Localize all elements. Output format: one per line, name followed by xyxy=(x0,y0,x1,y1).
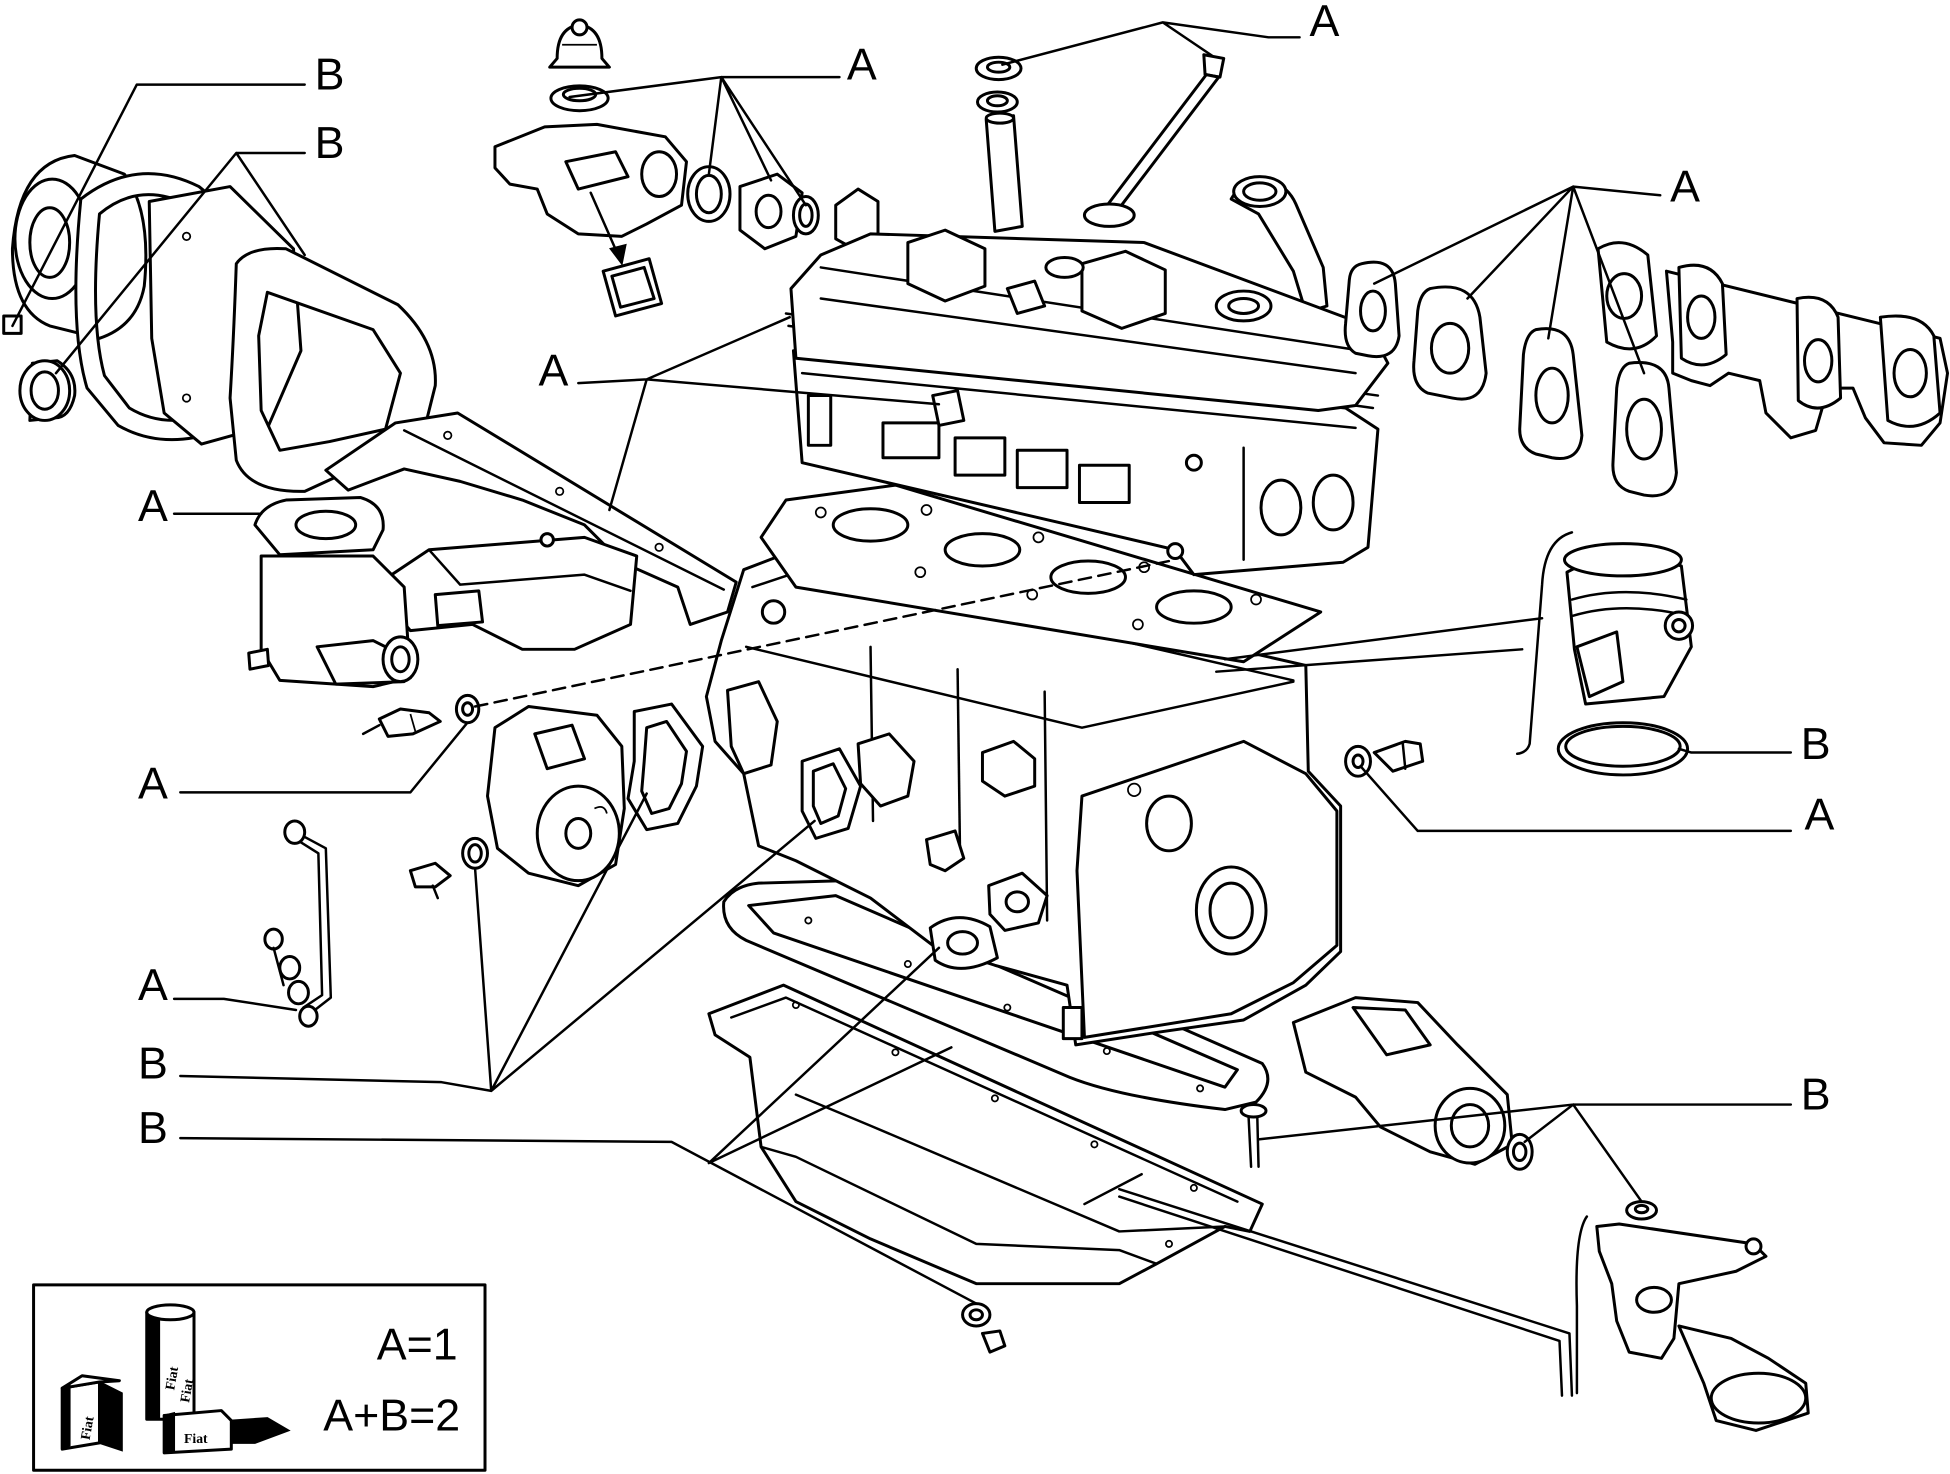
pump-o-ring xyxy=(461,836,489,870)
logo-text-can-1: Fiat xyxy=(162,1365,181,1391)
pump-washer xyxy=(1625,1200,1658,1221)
side-washer xyxy=(1344,744,1372,778)
piston xyxy=(1562,542,1695,706)
engine-bracket xyxy=(371,532,639,651)
water-outlet-housing xyxy=(247,554,420,689)
callout-a-sensor-washer: A xyxy=(138,759,168,809)
callout-a-head-gaskets: A xyxy=(538,346,568,396)
oil-pump-bracket xyxy=(1575,1215,1589,1395)
cover-plate xyxy=(147,185,303,446)
logo-text-box: Fiat xyxy=(78,1415,97,1441)
callout-a-valve-seals: A xyxy=(1310,0,1340,46)
oil-pipe xyxy=(263,819,333,1028)
block-gasket xyxy=(800,747,863,840)
side-bolt xyxy=(1372,739,1425,773)
logo-text-can-2: Fiat xyxy=(177,1377,196,1403)
callout-a-side-washer: A xyxy=(1804,790,1834,840)
exhaust-gasket-4 xyxy=(1611,361,1678,498)
water-outlet-gasket xyxy=(253,496,385,557)
oil-pump xyxy=(1595,1222,1810,1432)
piston-ring xyxy=(1556,721,1690,777)
legend-a-plus-b-quantity: A+B=2 xyxy=(323,1390,460,1440)
callout-b-piston-ring: B xyxy=(1801,719,1831,769)
legend-box: Fiat Fiat Fiat Fiat A=1 A+B=2 xyxy=(32,1283,487,1472)
pump-bolt xyxy=(408,861,452,900)
sensor-washer xyxy=(454,693,481,725)
valve xyxy=(1082,53,1226,228)
water-pump-gasket xyxy=(626,702,705,832)
callout-b-pump-gaskets: B xyxy=(138,1038,168,1088)
logo-text-small-box: Fiat xyxy=(184,1431,208,1446)
callout-b-flywheel-gasket: B xyxy=(315,118,345,168)
engine-block xyxy=(704,545,1343,1047)
piston-leader-2 xyxy=(1215,648,1524,673)
intake-manifold xyxy=(1596,241,1950,447)
crank-oil-seal xyxy=(18,359,77,422)
temperature-sensor xyxy=(361,707,442,738)
valve-stem-seal xyxy=(974,55,1024,233)
callout-b-oil-pump-washers: B xyxy=(1801,1070,1831,1120)
seal-washer xyxy=(1505,1132,1534,1171)
callout-b-plug: B xyxy=(315,50,345,100)
housing-gasket xyxy=(601,257,664,318)
oil-pan-nut xyxy=(961,1302,1007,1354)
callout-a-thermostat-seals: A xyxy=(847,40,877,90)
legend-a-quantity: A=1 xyxy=(377,1320,458,1370)
piston-leader xyxy=(1223,616,1544,661)
thermostat-seal xyxy=(549,84,610,113)
callout-a-exhaust-gaskets: A xyxy=(1670,162,1700,212)
oil-pan-gasket xyxy=(722,879,1270,1112)
thermostat xyxy=(548,18,611,69)
thermostat-housing xyxy=(493,122,688,266)
side-flange-block xyxy=(987,871,1049,932)
exhaust-gasket-2 xyxy=(1412,285,1488,401)
filler-pipe xyxy=(1229,175,1329,314)
water-pump xyxy=(486,705,626,888)
flange-gasket xyxy=(928,916,999,970)
dipstick xyxy=(1083,1172,1574,1397)
piston-bracket xyxy=(1515,531,1574,756)
rear-seal-housing xyxy=(1291,996,1514,1166)
timing-cover xyxy=(324,411,738,626)
cylinder-head xyxy=(791,349,1380,577)
callout-b-oil-pan-gaskets: B xyxy=(138,1103,168,1153)
sealant-logo: Fiat Fiat Fiat Fiat xyxy=(60,1303,291,1455)
callout-a-water-outlet-gasket: A xyxy=(138,481,168,531)
exhaust-gasket-1 xyxy=(1343,260,1401,359)
leader-lines xyxy=(11,21,1793,1305)
elbow-flange xyxy=(738,172,804,251)
dipstick-guide xyxy=(1239,1103,1268,1169)
small-o-ring xyxy=(791,195,820,236)
o-ring xyxy=(686,165,732,223)
oil-pan xyxy=(707,983,1264,1286)
callout-a-oil-pipe-washer: A xyxy=(138,960,168,1010)
exhaust-gasket-3 xyxy=(1518,327,1584,460)
